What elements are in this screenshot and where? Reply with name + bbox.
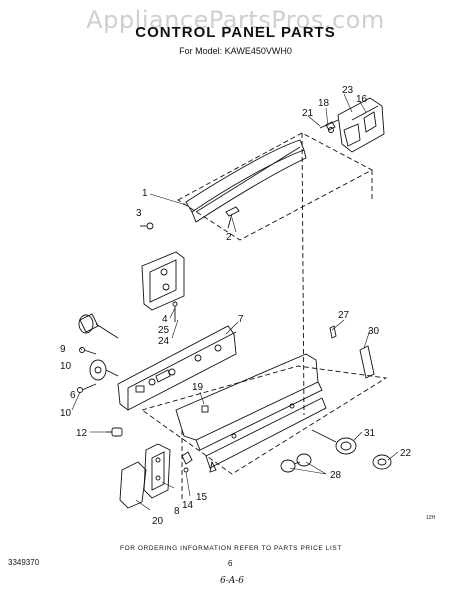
screw-10b <box>77 383 97 393</box>
end-cap-bracket <box>319 97 385 153</box>
switch-6 <box>89 359 119 381</box>
callout-31: 31 <box>364 428 376 439</box>
document-code: 3349370 <box>8 558 40 567</box>
model-subtitle: For Model: KAWE450VWH0 <box>179 46 292 56</box>
callout-20: 20 <box>152 516 164 527</box>
callout-21: 21 <box>302 108 314 119</box>
leader-lines <box>71 93 399 511</box>
panel-20 <box>119 461 147 509</box>
callout-2: 2 <box>226 232 232 243</box>
callout-6: 6 <box>70 390 76 401</box>
knob-31 <box>311 429 357 455</box>
callout-9: 9 <box>60 344 66 355</box>
figure-code: 12H <box>426 515 436 521</box>
bar-30 <box>359 345 375 379</box>
callout-10a: 10 <box>60 361 72 372</box>
callout-8: 8 <box>174 506 180 517</box>
clip-2 <box>225 206 240 229</box>
callout-7: 7 <box>238 314 244 325</box>
control-panel-bracket <box>117 325 237 411</box>
callout-3: 3 <box>136 208 142 219</box>
callout-23: 23 <box>342 85 354 96</box>
nut-12 <box>106 427 123 437</box>
front-panel-outline <box>140 365 388 500</box>
ordering-note: FOR ORDERING INFORMATION REFER TO PARTS … <box>120 545 342 552</box>
knob-9 <box>78 313 119 339</box>
callout-14: 14 <box>182 500 194 511</box>
console-trim-part <box>185 139 307 223</box>
callout-12: 12 <box>76 428 88 439</box>
callout-24: 24 <box>158 336 170 347</box>
clip-27 <box>329 325 337 339</box>
callout-19: 19 <box>192 382 204 393</box>
callout-30: 30 <box>368 326 380 337</box>
callout-15: 15 <box>196 492 208 503</box>
front-control-panel <box>175 353 327 473</box>
watermark: AppliancePartsPros.com <box>86 6 385 34</box>
callout-10b: 10 <box>60 408 72 419</box>
callout-18: 18 <box>318 98 330 109</box>
console-top-outline <box>177 132 373 416</box>
callout-1: 1 <box>142 188 148 199</box>
callout-22: 22 <box>400 448 412 459</box>
callout-28: 28 <box>330 470 342 481</box>
end-cap-left <box>143 443 171 499</box>
clip-14-15 <box>181 451 193 473</box>
knob-22 <box>372 454 392 470</box>
timer-assembly <box>141 251 185 322</box>
page-number: 6 <box>228 559 233 568</box>
handwritten-page-code: 6-A-6 <box>220 576 245 586</box>
callout-4: 4 <box>162 314 168 325</box>
callout-16: 16 <box>356 94 368 105</box>
screw-3 <box>140 222 154 230</box>
callout-25: 25 <box>158 325 170 336</box>
screw-10a <box>79 347 97 355</box>
page-title: CONTROL PANEL PARTS <box>135 24 336 41</box>
callout-27: 27 <box>338 310 350 321</box>
knobs-28 <box>280 453 312 473</box>
